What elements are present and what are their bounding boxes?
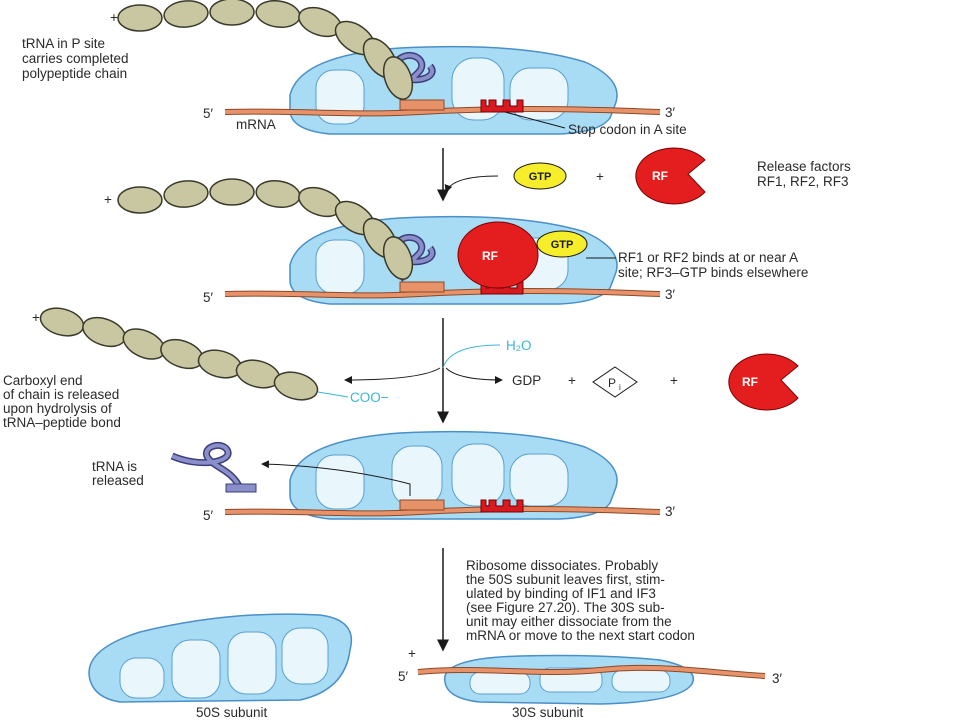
chain3-residue (82, 316, 126, 348)
step4-three-prime: 3′ (772, 671, 783, 686)
chain1-residue (209, 0, 255, 26)
step3-mrna (224, 499, 661, 517)
gtp-text-1: GTP (529, 171, 552, 183)
rf-binds-line1: RF1 or RF2 binds at or near A (618, 250, 798, 265)
products-arrow (445, 367, 503, 384)
released-polypeptide (39, 307, 319, 401)
step2-polypeptide (117, 178, 414, 280)
step1-plus: + (110, 10, 118, 25)
chain-release-arrow (344, 367, 441, 384)
trna-released-line1: tRNA is (92, 459, 137, 474)
step4-plus: + (408, 646, 416, 661)
gtp-text-2: GTP (551, 239, 574, 251)
chain2-residue (163, 180, 209, 208)
subunit-50s-label: 50S subunit (196, 705, 268, 720)
dissociates-line3: ulated by binding of IF1 and IF3 (466, 586, 656, 601)
dissociates-line6: mRNA or move to the next start codon (466, 628, 695, 643)
step2-three-prime: 3′ (665, 287, 676, 302)
chain1-residue (117, 4, 163, 32)
gtp-oval-1: GTP (513, 162, 567, 190)
subunit-50s (88, 613, 353, 703)
step1-mrna (224, 99, 661, 117)
rf-text-2: RF (482, 249, 498, 263)
stop-codon-label: Stop codon in A site (568, 122, 687, 137)
carboxyl-label-line1: Carboxyl end (3, 373, 83, 388)
chain3-residue (160, 338, 204, 370)
step3-three-prime: 3′ (665, 504, 676, 519)
gdp-label: GDP (512, 373, 541, 388)
rf-entry-arrow (444, 175, 499, 193)
carboxyl-label-line4: tRNA–peptide bond (3, 415, 121, 430)
chain2-residue (117, 186, 163, 214)
p-site-label-line2: carries completed (22, 51, 129, 66)
plus-1: + (596, 169, 604, 184)
step1-five-prime: 5′ (203, 106, 214, 121)
subunit-30s (444, 654, 694, 705)
released-trna (170, 441, 257, 493)
chain1-residue (382, 56, 414, 100)
release-factor-shape-1: RF (635, 147, 706, 205)
step1-ribosome (289, 45, 618, 135)
release-factors-line2: RF1, RF2, RF3 (757, 174, 849, 189)
plus-2: + (568, 373, 576, 388)
water-entry-arrow (442, 344, 501, 369)
chain3-residue (273, 371, 319, 401)
rf-binds-line2: site; RF3–GTP binds elsewhere (618, 265, 808, 280)
dissociates-line1: Ribosome dissociates. Probably (466, 558, 658, 573)
step4-five-prime: 5′ (398, 669, 409, 684)
gtp-oval-2: GTP (536, 230, 588, 258)
chain2-residue (209, 178, 255, 206)
step3-five-prime: 5′ (203, 508, 214, 523)
subunit-30s-label: 30S subunit (512, 705, 584, 720)
chain1-residue (255, 0, 301, 28)
carboxyl-label-line3: upon hydrolysis of (3, 401, 112, 416)
chain2-residue (382, 236, 414, 280)
chain1-residue (163, 0, 209, 28)
plus-3: + (670, 373, 678, 388)
phosphate-diamond: P i (592, 366, 638, 398)
release-factor-bound: RF (457, 221, 539, 289)
dissociates-line2: the 50S subunit leaves first, stim- (466, 572, 665, 587)
p-site-label-line1: tRNA in P site (22, 36, 105, 51)
dissociates-line5: unit may either dissociate from the (466, 614, 672, 629)
chain2-residue (255, 180, 301, 208)
mrna-label: mRNA (236, 117, 276, 132)
step2-plus: + (104, 192, 112, 207)
step2-five-prime: 5′ (203, 290, 214, 305)
p-site-label-line3: polypeptide chain (22, 66, 127, 81)
phosphate-subscript: i (619, 383, 621, 392)
stop-codon-pointer (504, 111, 566, 129)
step1-three-prime: 3′ (665, 105, 676, 120)
step4-mrna (417, 664, 766, 679)
trna-released-line2: released (92, 473, 144, 488)
step3-ribosome (289, 430, 618, 520)
release-factor-shape-2: RF (728, 353, 799, 411)
phosphate-text: P (608, 376, 616, 390)
carboxyl-bond (317, 391, 349, 398)
rf-text-3: RF (742, 375, 758, 389)
carboxyl-label-line2: of chain is released (3, 387, 119, 402)
chain3-residue (197, 349, 243, 379)
chain3-residue (39, 307, 85, 337)
step3-plus: + (32, 310, 40, 325)
rf-text-1: RF (652, 169, 668, 183)
water-label: H₂O (506, 338, 532, 353)
step1-stop-codon (480, 99, 524, 113)
release-factors-line1: Release factors (757, 159, 851, 174)
step1-polypeptide (117, 0, 414, 100)
trna-release-arrow (261, 460, 411, 496)
dissociates-line4: (see Figure 27.20). The 30S sub- (466, 600, 665, 615)
carboxyl-group: COO− (350, 390, 389, 405)
